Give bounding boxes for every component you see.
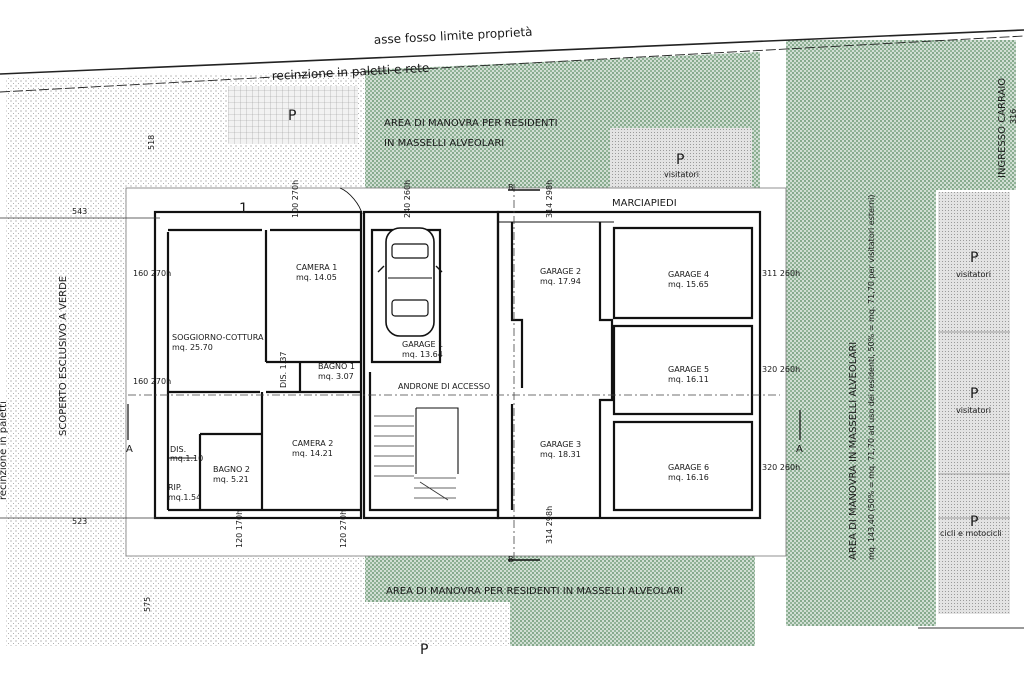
room-area: mq. 5.21 <box>213 475 249 484</box>
room-area: mq. 15.65 <box>668 280 709 289</box>
room-name: GARAGE 6 <box>668 463 709 472</box>
dimension-label: 100 270h <box>291 180 300 218</box>
parking-caption: cicli e motocicli <box>940 529 1002 538</box>
dimension-label: 543 <box>72 207 87 216</box>
entrance-strip <box>936 40 1016 190</box>
parking-symbol: P <box>676 152 684 168</box>
parking-symbol: P <box>288 108 296 124</box>
dimension-label: 320 260h <box>762 463 800 472</box>
stair-treads <box>374 415 456 501</box>
stipple-bottom-left <box>365 602 510 646</box>
manoeuvre-right-line1: AREA DI MANOVRA IN MASSELLI ALVEOLARI <box>848 342 859 560</box>
dimension-label: 120 170h <box>235 510 244 548</box>
room-name: GARAGE 4 <box>668 270 709 279</box>
parking-symbol: P <box>970 514 978 530</box>
room-area: mq. 3.07 <box>318 372 354 381</box>
room-area: mq. 18.31 <box>540 450 581 459</box>
room-area: mq.1.54 <box>168 493 201 502</box>
parking-top-visitors <box>610 128 752 188</box>
dimension-label: 316 <box>1009 109 1018 124</box>
room-name: GARAGE 1 <box>402 340 443 349</box>
room-name: BAGNO 2 <box>213 465 250 474</box>
room-area: mq. 14.21 <box>292 449 333 458</box>
wall-note: DIS. 1.37 <box>279 352 288 389</box>
section-mark-b: B <box>508 183 514 192</box>
dimension-label: 575 <box>143 597 152 612</box>
left-edge-label: recinzione in paletti <box>0 401 9 500</box>
dimension-label: 314 298h <box>545 180 554 218</box>
room-name: GARAGE 5 <box>668 365 709 374</box>
parking-caption: visitatori <box>664 170 699 179</box>
car-icon <box>377 227 443 337</box>
room-name: DIS. <box>170 445 186 454</box>
parking-caption: visitatori <box>956 270 991 279</box>
unit-number: 1 <box>239 201 248 217</box>
section-mark-b: B <box>508 555 514 564</box>
parking-right-strip <box>938 192 1010 614</box>
dimension-label: 314 298h <box>545 506 554 544</box>
manoeuvre-top-line2: IN MASSELLI ALVEOLARI <box>384 138 504 149</box>
entrance-label: INGRESSO CARRAIO <box>997 78 1008 178</box>
manoeuvre-right-line2: mq. 143,40 (50% = mq. 71,70 ad uso dei r… <box>867 195 876 560</box>
dimension-label: 311 260h <box>762 269 800 278</box>
dimension-label: 320 260h <box>762 365 800 374</box>
parking-symbol: P <box>420 642 428 658</box>
green-lawn-area <box>6 72 365 646</box>
room-name: BAGNO 1 <box>318 362 355 371</box>
manoeuvre-bottom-label: AREA DI MANOVRA PER RESIDENTI IN MASSELL… <box>386 586 683 597</box>
parking-symbol: P <box>970 250 978 266</box>
room-area: mq. 17.94 <box>540 277 581 286</box>
room-name: SOGGIORNO-COTTURA <box>172 333 264 342</box>
parking-symbol: P <box>970 386 978 402</box>
dimension-label: 120 270h <box>339 510 348 548</box>
room-name: RIP. <box>168 483 182 492</box>
green-lawn-label: SCOPERTO ESCLUSIVO A VERDE <box>58 276 69 436</box>
parking-caption: visitatori <box>956 406 991 415</box>
room-name: CAMERA 2 <box>292 439 333 448</box>
dimension-label: 160 270h <box>133 269 171 278</box>
room-area: mq. 13.64 <box>402 350 443 359</box>
room-area: mq. 14.05 <box>296 273 337 282</box>
androne-label: ANDRONE DI ACCESSO <box>398 382 490 391</box>
room-name: CAMERA 1 <box>296 263 337 272</box>
manoeuvre-top-line1: AREA DI MANOVRA PER RESIDENTI <box>384 118 558 129</box>
dimension-label: 240 260h <box>403 180 412 218</box>
dimension-label: 518 <box>147 135 156 150</box>
room-area: mq. 25.70 <box>172 343 213 352</box>
room-area: mq. 16.16 <box>668 473 709 482</box>
dimension-label: 160 270h <box>133 377 171 386</box>
parking-top-left <box>228 86 358 144</box>
manoeuvre-area-right <box>786 40 936 626</box>
sidewalk-label: MARCIAPIEDI <box>612 198 677 209</box>
building-outline <box>125 187 787 557</box>
room-area: mq. 16.11 <box>668 375 709 384</box>
section-mark-a: A <box>796 444 803 455</box>
room-name: GARAGE 2 <box>540 267 581 276</box>
room-name: GARAGE 3 <box>540 440 581 449</box>
section-mark-a: A <box>126 444 133 455</box>
dimension-label: 523 <box>72 517 87 526</box>
room-area: mq.1.10 <box>170 454 203 463</box>
